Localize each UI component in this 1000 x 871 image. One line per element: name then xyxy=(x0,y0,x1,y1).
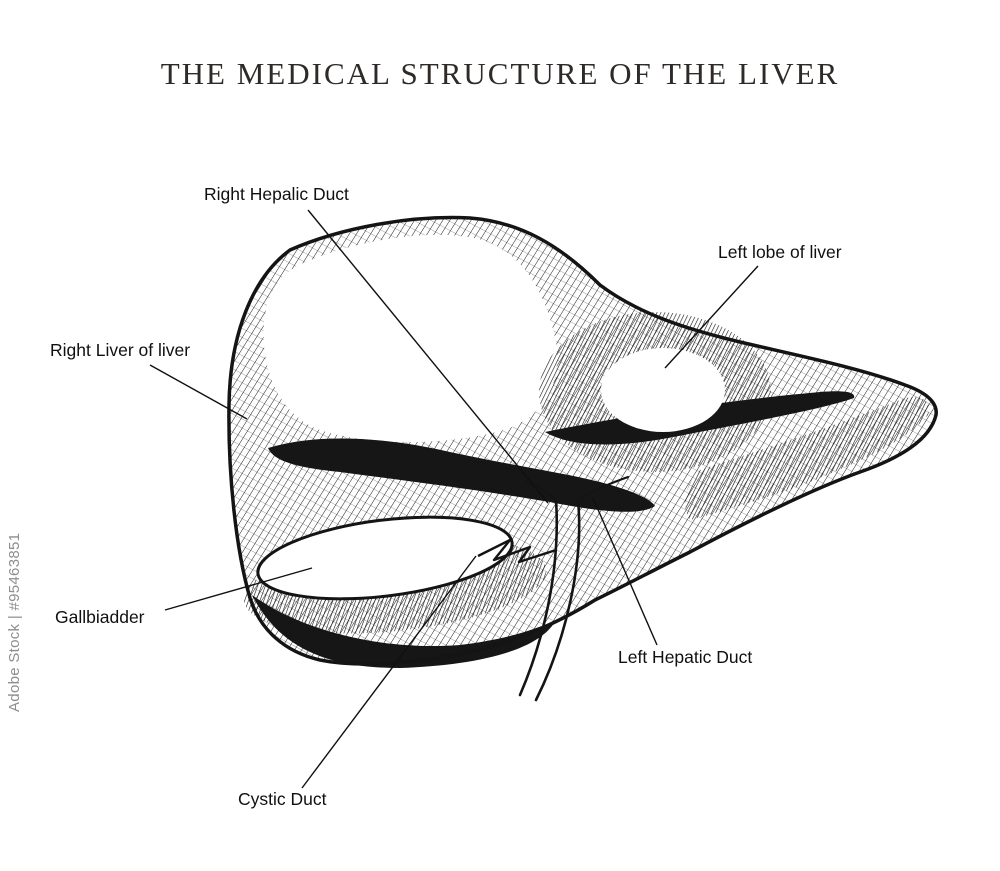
pointer-right-hepatic-duct xyxy=(307,209,549,504)
pointer-left-lobe xyxy=(664,265,759,369)
pointer-gallbladder xyxy=(164,567,313,611)
pointer-lines xyxy=(149,209,759,789)
label-cystic-duct: Cystic Duct xyxy=(238,789,327,809)
pointer-cystic-duct xyxy=(301,555,477,789)
gallbladder-shape xyxy=(256,515,514,601)
duct-lines xyxy=(518,475,630,702)
label-left-hepatic-duct: Left Hepatic Duct xyxy=(618,647,753,667)
liver-outline xyxy=(227,215,938,666)
page-title: THE MEDICAL STRUCTURE OF THE LIVER xyxy=(160,56,840,91)
label-right-lobe: Right Liver of liver xyxy=(50,340,191,360)
left-lobe-highlight xyxy=(601,348,725,432)
liver-body xyxy=(227,215,938,702)
stock-watermark: Adobe Stock | #95463851 xyxy=(6,532,23,712)
pointer-right-lobe xyxy=(149,364,248,420)
label-right-hepatic-duct: Right Hepalic Duct xyxy=(204,184,349,204)
label-left-lobe: Left lobe of liver xyxy=(718,242,842,262)
cystic-duct-line xyxy=(477,538,557,564)
porta-hepatis-shading xyxy=(268,438,655,512)
pointer-left-hepatic-duct xyxy=(592,497,658,646)
label-gallbladder: Gallbiadder xyxy=(55,607,145,627)
